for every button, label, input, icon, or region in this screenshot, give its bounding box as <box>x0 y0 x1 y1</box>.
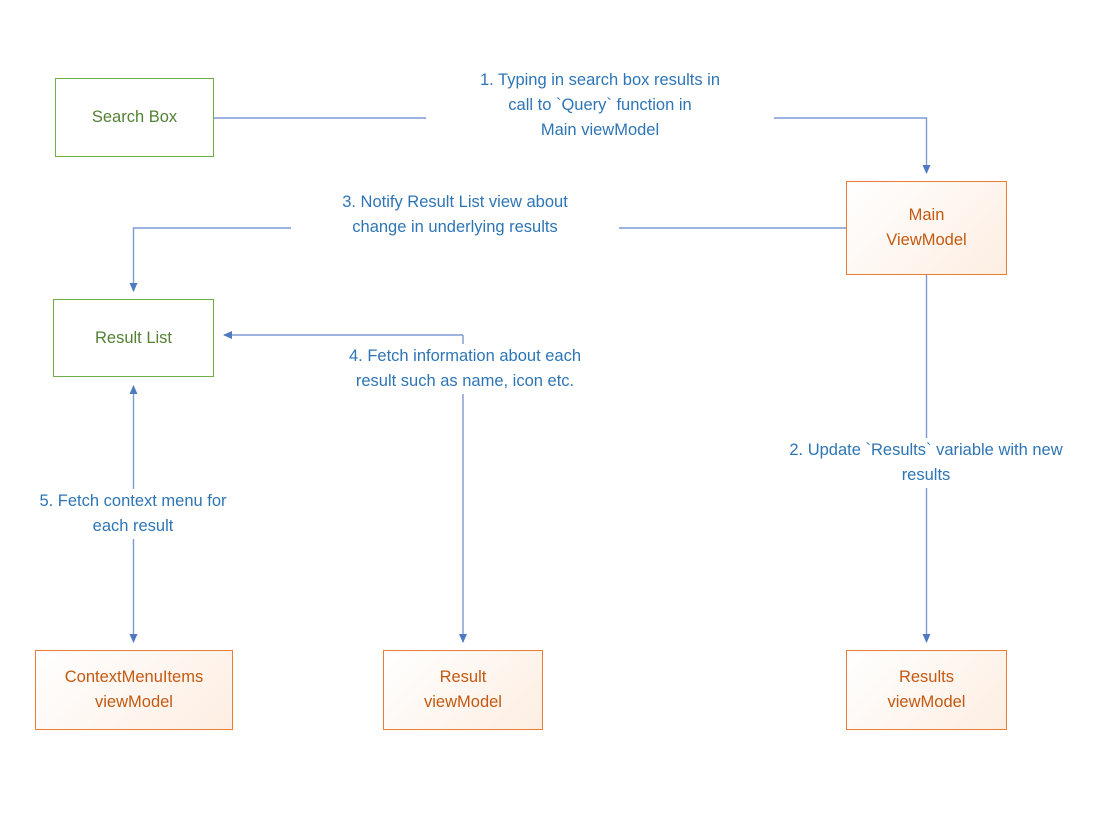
node-result-list: Result List <box>53 299 214 377</box>
node-contextmenuitems-viewmodel-label: ContextMenuItems viewModel <box>64 668 204 711</box>
node-search-box-label: Search Box <box>91 108 178 126</box>
node-results-viewmodel-label: Results viewModel <box>887 668 966 711</box>
node-main-viewmodel: Main ViewModel <box>846 181 1007 275</box>
node-search-box: Search Box <box>55 78 214 157</box>
node-result-viewmodel-label: Result viewModel <box>424 668 502 711</box>
label-step-5: 5. Fetch context menu for each result <box>9 489 257 539</box>
label-step-3: 3. Notify Result List view about change … <box>291 190 619 240</box>
node-result-list-label: Result List <box>94 328 173 347</box>
label-step-2: 2. Update `Results` variable with new re… <box>752 438 1100 488</box>
label-step-4: 4. Fetch information about each result s… <box>306 344 624 394</box>
node-result-viewmodel: Result viewModel <box>383 650 543 730</box>
label-step-1: 1. Typing in search box results in call … <box>426 68 774 143</box>
node-main-viewmodel-label: Main ViewModel <box>886 206 967 249</box>
node-contextmenuitems-viewmodel: ContextMenuItems viewModel <box>35 650 233 730</box>
node-results-viewmodel: Results viewModel <box>846 650 1007 730</box>
